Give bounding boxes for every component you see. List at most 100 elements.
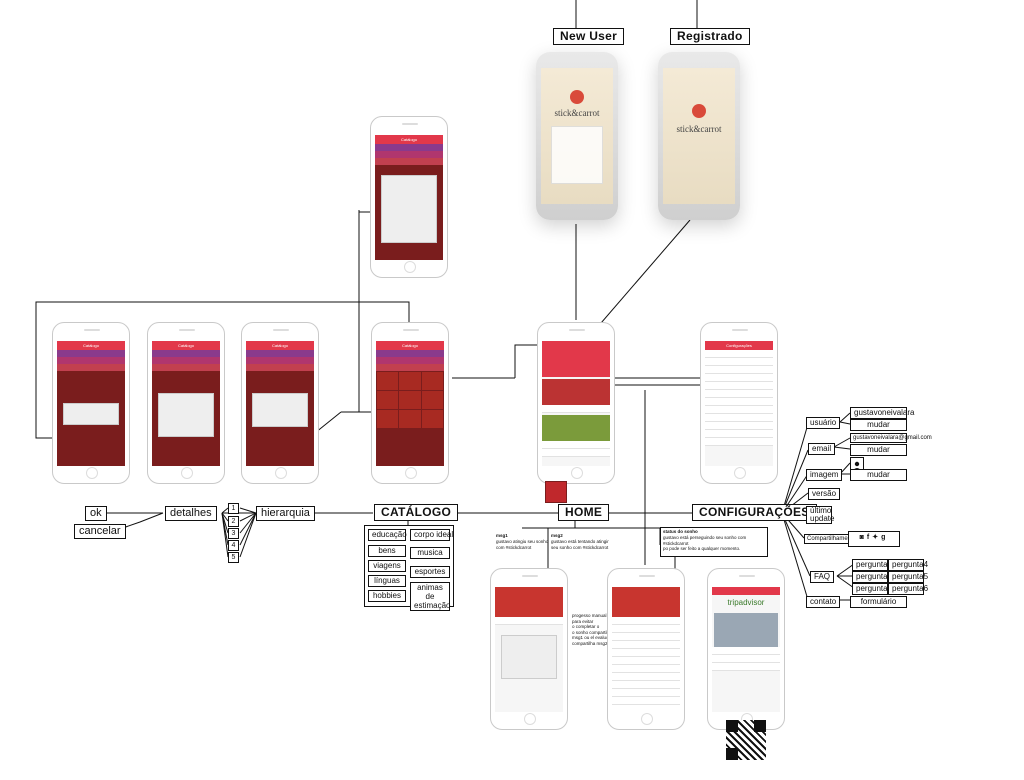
category-linguas: línguas: [368, 575, 406, 587]
level-3: 3: [228, 528, 239, 539]
dream-card[interactable]: [542, 415, 610, 441]
new-user-label: New User: [553, 28, 625, 45]
carrot-logo-icon: [692, 104, 706, 118]
pergunta2: pergunta2: [852, 571, 892, 583]
catalog-item[interactable]: [377, 391, 399, 409]
catalogo-label: CATÁLOGO: [374, 504, 459, 521]
config-formulario: formulário: [850, 596, 907, 608]
config-email: email: [808, 443, 836, 455]
home-label: HOME: [558, 504, 610, 521]
category-educacao: educação: [368, 529, 407, 541]
progress-note: progesso manual para evitar o completar …: [572, 613, 613, 646]
level-1: 1: [228, 503, 239, 514]
phone-catalog-dream-dialog: Catálogo: [370, 116, 448, 278]
config-versao: versão: [808, 488, 841, 500]
catalog-grid: [376, 371, 444, 429]
check-icon[interactable]: [545, 481, 567, 503]
level-2: 2: [228, 516, 239, 527]
msg2-text: gustavo está tentando atingir seu sonho …: [551, 539, 609, 550]
brand-logo: stick&carrot: [554, 108, 600, 118]
pergunta6: pergunta6: [888, 583, 928, 595]
phone-configuracoes: Configurações: [700, 322, 778, 484]
dream-hero: [612, 587, 680, 617]
tripadvisor-logo: tripadvisor: [727, 598, 765, 607]
category-animais: animas de estimação: [410, 582, 450, 611]
phone-tripadvisor: tripadvisor: [707, 568, 785, 730]
twitter-icon: ✦: [872, 534, 882, 541]
catalog-item[interactable]: [377, 410, 399, 428]
msg2-title: msg2: [551, 533, 563, 538]
pergunta3: pergunta3: [852, 583, 892, 595]
phone-home: [537, 322, 615, 484]
pergunta5: pergunta5: [888, 571, 928, 583]
carrot-logo-icon: [570, 90, 584, 104]
dream-dialog[interactable]: [381, 175, 437, 243]
home-row: [542, 405, 610, 413]
phone-catalog-hierarchy: Catálogo: [241, 322, 319, 484]
config-contato: contato: [806, 596, 841, 608]
phone-catalog-grid: Catálogo: [371, 322, 449, 484]
category-corpo-ideal: corpo ideal: [410, 529, 453, 541]
details-dialog[interactable]: [158, 393, 214, 437]
level-5: 5: [228, 552, 239, 563]
catalog-header: Catálogo: [376, 341, 444, 350]
catalog-item[interactable]: [421, 372, 443, 390]
qr-code: [726, 720, 766, 760]
phone-new-user: stick&carrot: [536, 52, 618, 220]
cancelar-label: cancelar: [74, 524, 126, 539]
social-icons: ◙f✦g: [848, 531, 900, 547]
home-profile-banner: [542, 341, 610, 377]
category-bens: bens: [368, 545, 406, 557]
config-username: gustavoneivalara: [850, 407, 914, 419]
configuracoes-label: CONFIGURAÇÕES: [692, 504, 817, 521]
catalog-item[interactable]: [399, 372, 421, 390]
brand-logo: stick&carrot: [676, 124, 722, 134]
phone-catalog-confirm: Catálogo: [52, 322, 130, 484]
google-plus-icon: g: [881, 534, 889, 541]
catalog-item[interactable]: [399, 391, 421, 409]
login-form[interactable]: [551, 126, 603, 184]
catalog-item[interactable]: [421, 410, 443, 428]
hierarquia-label: hierarquia: [256, 506, 315, 521]
category-musica: musica: [410, 547, 450, 559]
config-email-mudar: mudar: [850, 444, 907, 456]
confirm-dialog[interactable]: [63, 403, 119, 425]
status-text: gustavo está perseguindo seu sonho com #…: [663, 535, 747, 551]
ok-label: ok: [85, 506, 107, 521]
config-header: Configurações: [705, 341, 773, 350]
dream-hero: [495, 587, 563, 617]
dream-card[interactable]: [542, 379, 610, 405]
city-photo: [714, 613, 778, 647]
status-title: status do sonho: [663, 529, 698, 534]
detalhes-label: detalhes: [165, 506, 217, 521]
category-esportes: esportes: [410, 566, 450, 578]
catalog-header: Catálogo: [57, 341, 125, 350]
catalog-header: Catálogo: [246, 341, 314, 350]
splash-screen: stick&carrot: [663, 68, 735, 204]
config-usuario: usuário: [806, 417, 841, 429]
phone-share-dialog: [490, 568, 568, 730]
catalog-item[interactable]: [377, 372, 399, 390]
phone-dream-detail: [607, 568, 685, 730]
share-dialog[interactable]: [501, 635, 557, 679]
phone-catalog-details: Catálogo: [147, 322, 225, 484]
catalog-item[interactable]: [399, 410, 421, 428]
category-hobbies: hobbies: [368, 590, 406, 602]
category-viagens: viagens: [368, 560, 406, 572]
login-screen: stick&carrot: [541, 68, 613, 204]
instagram-icon: ◙: [859, 534, 867, 541]
hierarchy-dialog[interactable]: [252, 393, 308, 427]
home-row: [542, 449, 610, 457]
msg1-text: gustavo atingiu seu sonho com #stickdcar…: [496, 539, 549, 550]
home-row: [542, 441, 610, 449]
config-faq: FAQ: [810, 571, 835, 583]
level-4: 4: [228, 540, 239, 551]
catalog-item[interactable]: [421, 391, 443, 409]
catalog-screen: Catálogo: [375, 135, 443, 260]
config-usuario-mudar: mudar: [850, 419, 907, 431]
msg1-title: msg1: [496, 533, 508, 538]
pergunta4: pergunta4: [888, 559, 928, 571]
facebook-icon: f: [866, 534, 873, 541]
catalog-header: Catálogo: [152, 341, 220, 350]
status-box: [660, 527, 768, 557]
